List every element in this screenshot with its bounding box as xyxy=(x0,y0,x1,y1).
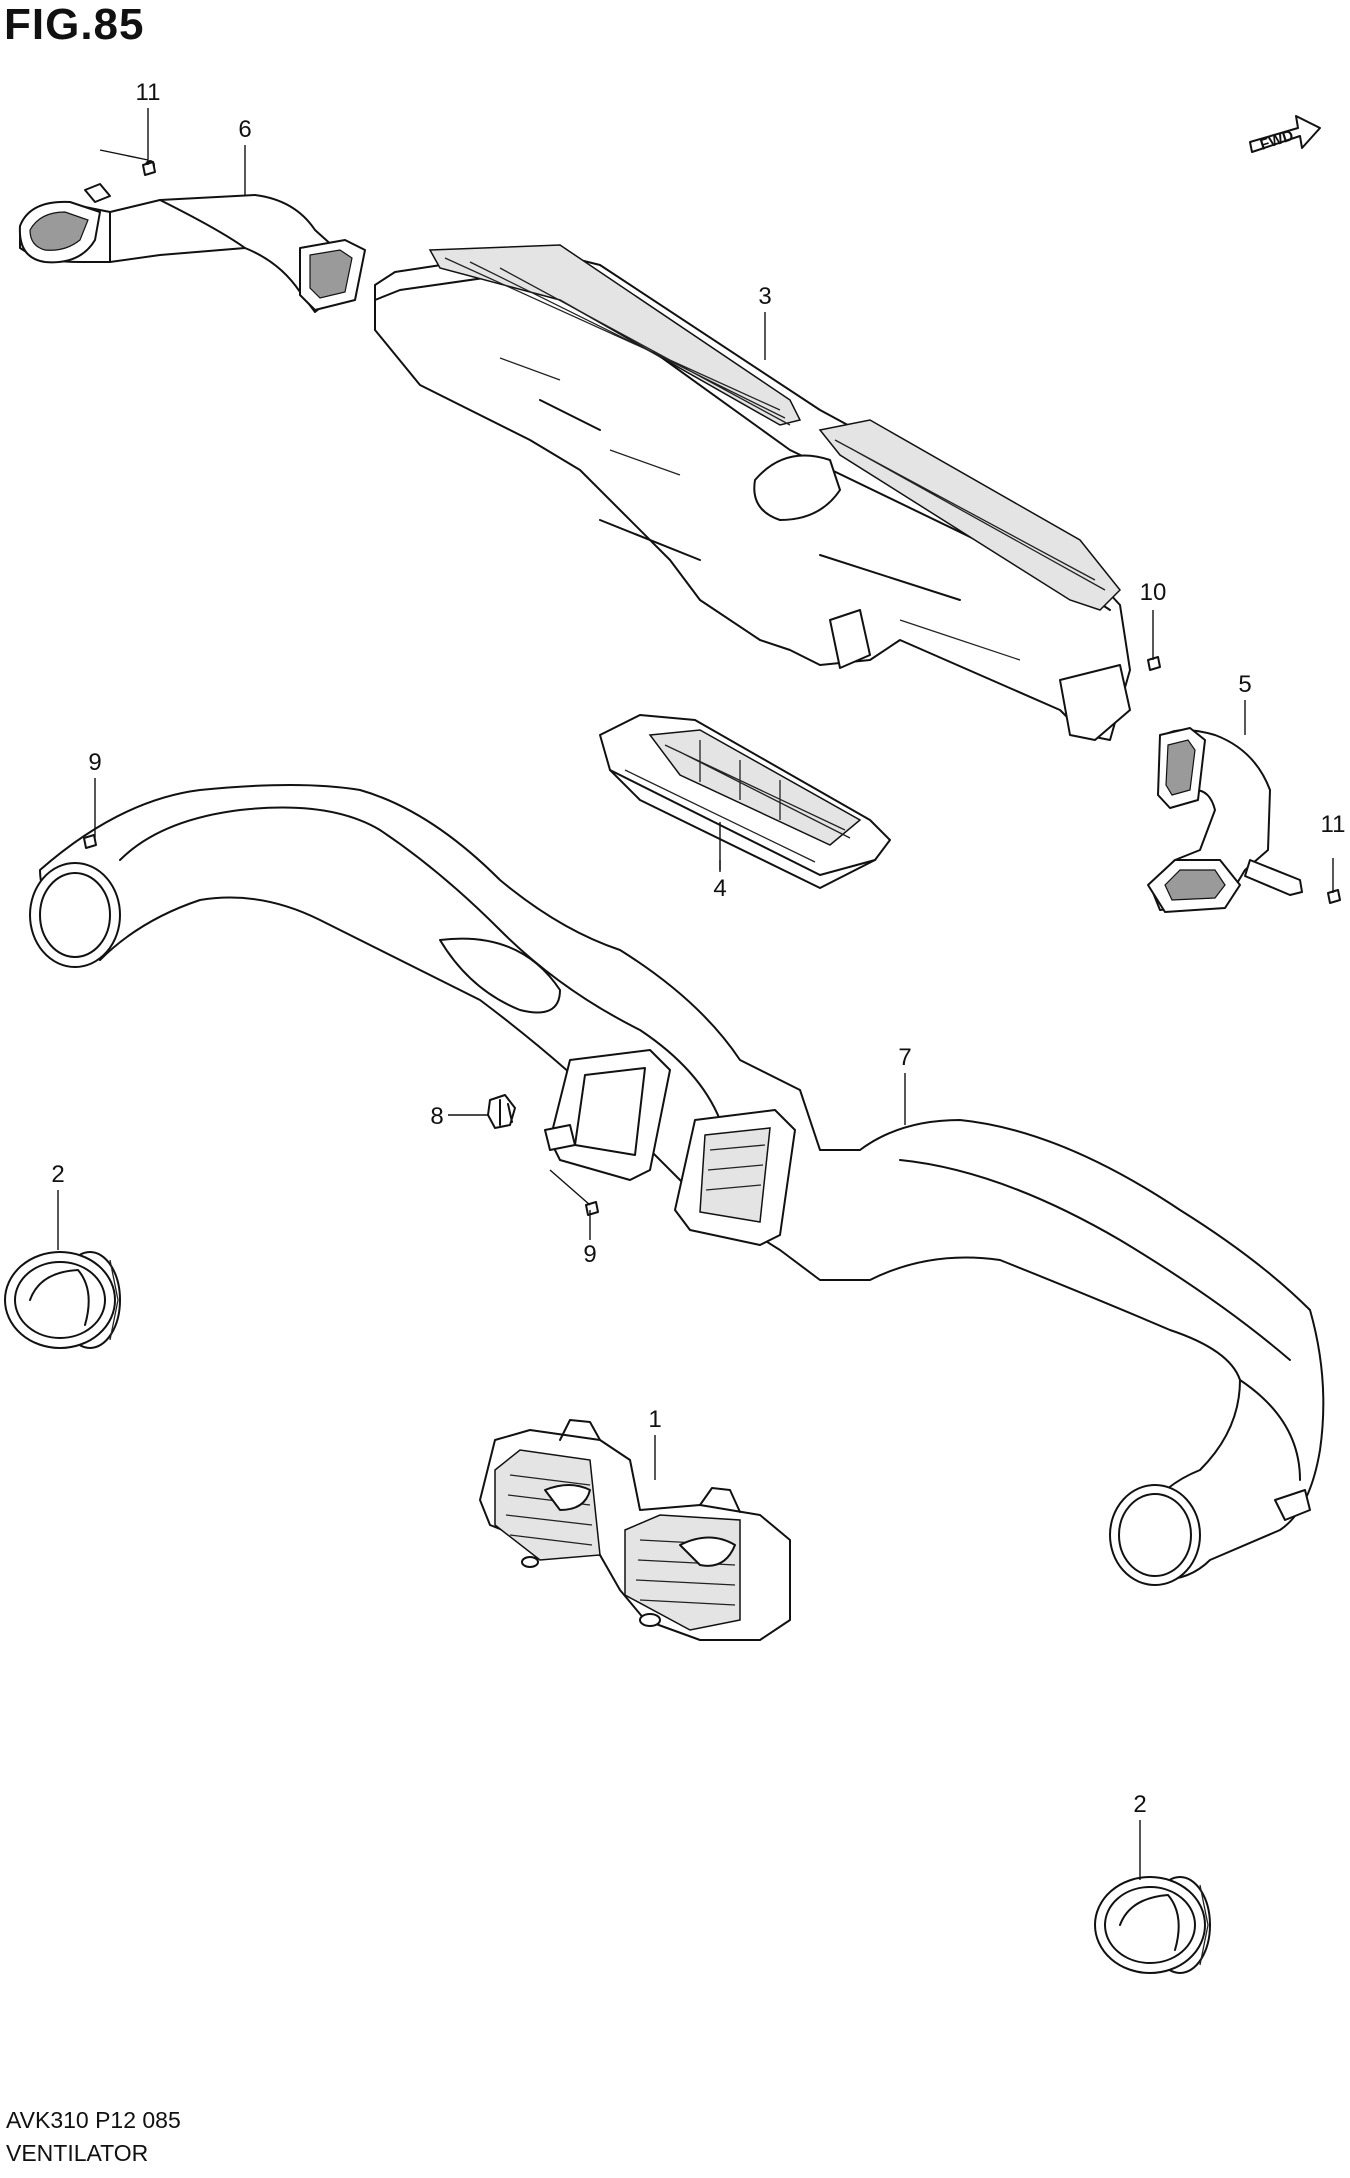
callout-4: 4 xyxy=(713,875,726,902)
callout-2-right: 2 xyxy=(1133,1791,1146,1818)
callout-2-left: 2 xyxy=(51,1161,64,1188)
callout-9-upper: 9 xyxy=(88,749,101,776)
callout-11-right: 11 xyxy=(1321,811,1346,838)
callout-6: 6 xyxy=(238,116,251,143)
figure-code: AVK310 P12 085 xyxy=(6,2107,181,2133)
forward-arrow-icon: FWD xyxy=(1249,115,1321,154)
callout-10: 10 xyxy=(1140,579,1167,606)
leader-lines xyxy=(57,108,1334,1880)
part-clip xyxy=(487,1094,516,1129)
callout-7: 7 xyxy=(898,1044,911,1071)
part-ventilator-duct xyxy=(29,784,1325,1586)
forward-arrow-label: FWD xyxy=(1258,127,1296,154)
part-center-vent-outlet xyxy=(479,1419,791,1641)
screw-icon xyxy=(83,161,1341,1216)
part-side-defroster-duct-left xyxy=(18,160,366,313)
callout-5: 5 xyxy=(1238,671,1251,698)
figure-title: FIG.85 xyxy=(4,0,145,49)
part-side-vent-outlet-right xyxy=(1094,1876,1211,1974)
part-center-defroster-grille xyxy=(599,714,891,889)
part-side-defroster-duct-right xyxy=(1147,727,1303,913)
callout-9-lower: 9 xyxy=(583,1241,596,1268)
callout-11-left: 11 xyxy=(136,79,161,106)
callout-8: 8 xyxy=(430,1103,443,1130)
figure-name: VENTILATOR xyxy=(6,2140,149,2166)
callout-3: 3 xyxy=(758,283,771,310)
part-side-vent-outlet-left xyxy=(4,1251,121,1349)
callout-1: 1 xyxy=(648,1406,661,1433)
part-defroster-nozzle xyxy=(374,244,1131,741)
